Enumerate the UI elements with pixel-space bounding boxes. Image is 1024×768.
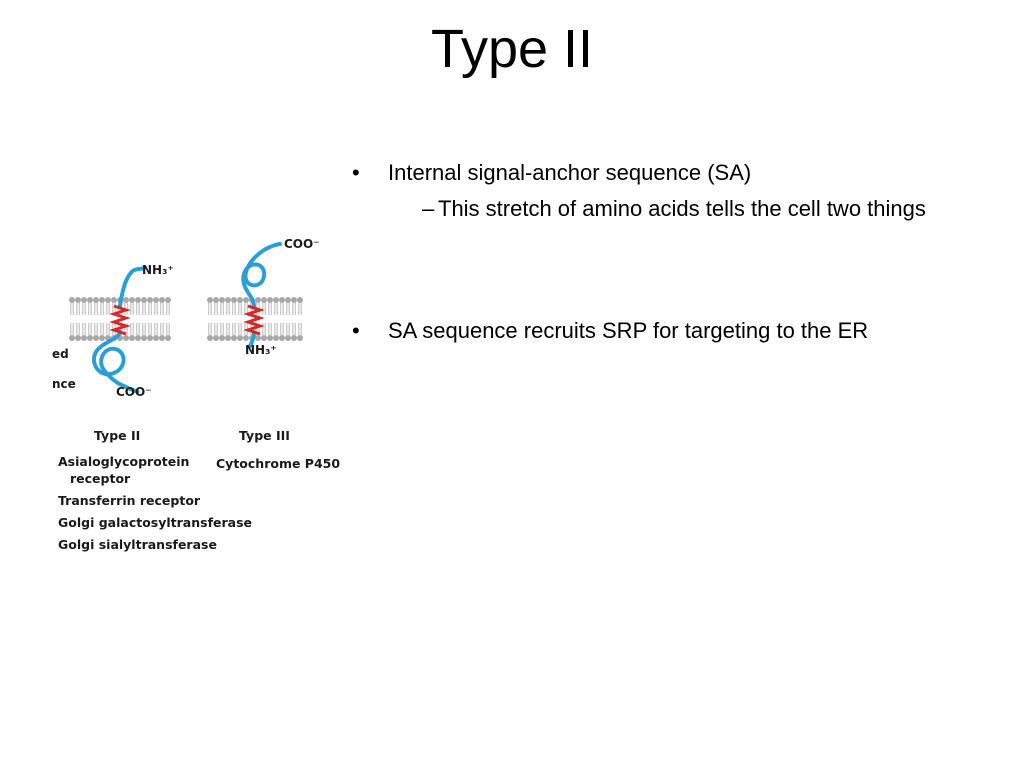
lipid-head <box>81 297 87 303</box>
bullet-text: Internal signal-anchor sequence (SA) <box>388 160 752 185</box>
lipid-head <box>111 297 117 303</box>
lipid-head <box>213 297 219 303</box>
lipid-head <box>141 297 147 303</box>
type2-c-terminal-chain <box>91 330 140 394</box>
lipid-head <box>297 297 303 303</box>
lipid-head <box>261 297 267 303</box>
lipid-head <box>243 297 249 303</box>
type3-heading: Type III <box>239 428 290 443</box>
type2-example: Golgi sialyltransferase <box>58 537 217 552</box>
lipid-head <box>261 335 267 341</box>
lipid-head <box>75 335 81 341</box>
lipid-head <box>69 335 75 341</box>
lipid-head <box>255 297 261 303</box>
lipid-head <box>219 297 225 303</box>
lipid-head <box>297 335 303 341</box>
lipid-head <box>105 297 111 303</box>
type2-transmembrane-helix <box>109 304 131 336</box>
type2-example: receptor <box>70 471 131 486</box>
lipid-head <box>243 335 249 341</box>
lipid-head <box>219 335 225 341</box>
lipid-head <box>81 335 87 341</box>
membrane-diagram: NH₃⁺ COO⁻ COO⁻ NH₃⁺ ed nce <box>52 237 320 399</box>
lipid-head <box>273 297 279 303</box>
spacer <box>352 226 972 314</box>
lipid-head <box>273 335 279 341</box>
lipid-head <box>165 297 171 303</box>
lipid-head <box>279 297 285 303</box>
lipid-head <box>291 335 297 341</box>
lipid-head <box>99 335 105 341</box>
lipid-head <box>165 335 171 341</box>
sub-bullet-marker: – <box>422 196 435 221</box>
lipid-head <box>285 335 291 341</box>
lipid-head <box>93 335 99 341</box>
lipid-head <box>237 335 243 341</box>
lipid-head <box>153 297 159 303</box>
cropped-label-fragment: ed <box>52 347 69 361</box>
lipid-head <box>135 335 141 341</box>
lipid-head <box>87 297 93 303</box>
lipid-head <box>135 297 141 303</box>
lipid-head <box>93 297 99 303</box>
lipid-head <box>123 297 129 303</box>
lipid-head <box>129 297 135 303</box>
lipid-head <box>285 297 291 303</box>
bullet-text: SA sequence recruits SRP for targeting t… <box>388 318 869 343</box>
type3-c-terminal-chain <box>241 242 282 308</box>
lipid-head <box>225 335 231 341</box>
lipid-head <box>267 335 273 341</box>
type2-nh3-label: NH₃⁺ <box>142 263 174 277</box>
type2-coo-label: COO⁻ <box>116 385 152 399</box>
lipid-head <box>99 297 105 303</box>
lipid-head <box>159 335 165 341</box>
lipid-head <box>123 335 129 341</box>
type3-example: Cytochrome P450 <box>216 456 341 471</box>
lipid-head <box>279 335 285 341</box>
bullet-list: • Internal signal-anchor sequence (SA) –… <box>352 156 972 348</box>
lipid-head <box>207 297 213 303</box>
lipid-head <box>159 297 165 303</box>
bullet-marker: • <box>352 318 360 343</box>
lipid-head <box>147 297 153 303</box>
lipid-head <box>153 335 159 341</box>
lipid-head <box>207 335 213 341</box>
type2-heading: Type II <box>94 428 141 443</box>
bullet-marker: • <box>352 160 360 185</box>
lipid-head <box>231 335 237 341</box>
lipid-head <box>141 335 147 341</box>
lipid-head <box>225 297 231 303</box>
cropped-label-fragment: nce <box>52 377 76 391</box>
lipid-head <box>69 297 75 303</box>
lipid-head <box>129 335 135 341</box>
sub-bullet-text: This stretch of amino acids tells the ce… <box>438 196 926 221</box>
type2-example: Transferrin receptor <box>58 493 201 508</box>
type2-example: Golgi galactosyltransferase <box>58 515 253 530</box>
lipid-head <box>147 335 153 341</box>
membrane-protein-figure: NH₃⁺ COO⁻ COO⁻ NH₃⁺ ed nce Type II Type … <box>40 228 350 568</box>
type3-transmembrane-helix <box>243 304 265 336</box>
lipid-head <box>255 335 261 341</box>
lipid-head <box>87 335 93 341</box>
slide-title: Type II <box>430 19 594 79</box>
lipid-head <box>267 297 273 303</box>
lipid-head <box>291 297 297 303</box>
type3-coo-label: COO⁻ <box>284 237 320 251</box>
bullet-item: • SA sequence recruits SRP for targeting… <box>352 314 972 348</box>
type2-n-terminal-chain <box>118 266 146 308</box>
sub-bullet-item: – This stretch of amino acids tells the … <box>352 192 972 226</box>
type3-nh3-label: NH₃⁺ <box>245 343 277 357</box>
lipid-head <box>213 335 219 341</box>
lipid-head <box>237 297 243 303</box>
lipid-head <box>75 297 81 303</box>
lipid-head <box>231 297 237 303</box>
bullet-item: • Internal signal-anchor sequence (SA) <box>352 156 972 190</box>
type2-example: Asialoglycoprotein <box>58 454 190 469</box>
